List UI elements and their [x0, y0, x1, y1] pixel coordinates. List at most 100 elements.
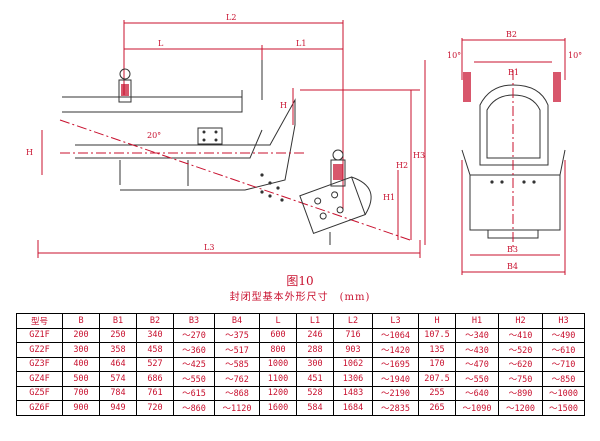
- feeder-outline-drawing: L2 L L1 H 20° H: [26, 13, 582, 275]
- side-view: L2 L L1 H 20° H: [26, 13, 426, 258]
- model-cell: GZ1F: [16, 327, 63, 343]
- header-cell: L: [259, 313, 297, 329]
- table-cell: 400: [62, 356, 100, 372]
- table-cell: 584: [296, 400, 334, 416]
- header-cell: B: [62, 313, 100, 329]
- table-cell: ～360: [173, 342, 215, 358]
- table-cell: ～1090: [455, 400, 499, 416]
- table-cell: 574: [99, 371, 137, 387]
- table-cell: ～585: [214, 356, 260, 372]
- model-cell: GZ6F: [16, 400, 63, 416]
- figure-subtitle: 封闭型基本外形尺寸 (mm): [229, 292, 371, 303]
- table-cell: 600: [259, 327, 297, 343]
- table-cell: ～850: [542, 371, 585, 387]
- header-cell: H1: [455, 313, 499, 329]
- table-cell: 527: [136, 356, 174, 372]
- dim-label-B4: B4: [507, 262, 518, 271]
- table-cell: ～890: [498, 385, 543, 401]
- table-cell: 250: [99, 327, 137, 343]
- dim-label-angle-left: 10°: [447, 51, 461, 60]
- dimension-table: 型号 B B1 B2 B3 B4 L L1 L2 L3 H H1 H2 H3 G…: [16, 313, 585, 416]
- dim-label-angle: 20°: [147, 131, 161, 140]
- table-cell: ～640: [455, 385, 499, 401]
- dim-label-B3: B3: [507, 245, 518, 254]
- table-cell: ～340: [455, 327, 499, 343]
- table-cell: ～620: [498, 356, 543, 372]
- table-cell: ～517: [214, 342, 260, 358]
- table-cell: ～2835: [372, 400, 419, 416]
- table-cell: ～868: [214, 385, 260, 401]
- table-cell: 1600: [259, 400, 297, 416]
- table-cell: 1306: [333, 371, 373, 387]
- header-cell: L1: [296, 313, 334, 329]
- table-cell: 288: [296, 342, 334, 358]
- dim-label-B2: B2: [506, 30, 517, 39]
- table-cell: 800: [259, 342, 297, 358]
- table-cell: 761: [136, 385, 174, 401]
- dim-label-L: L: [158, 39, 164, 48]
- header-cell: H: [418, 313, 456, 329]
- table-cell: 340: [136, 327, 174, 343]
- table-cell: 300: [296, 356, 334, 372]
- table-cell: 464: [99, 356, 137, 372]
- table-cell: ～270: [173, 327, 215, 343]
- model-cell: GZ5F: [16, 385, 63, 401]
- table-cell: ～520: [498, 342, 543, 358]
- dim-label-H-left: H: [26, 148, 33, 157]
- table-cell: ～610: [542, 342, 585, 358]
- table-cell: ～860: [173, 400, 215, 416]
- table-cell: ～1000: [542, 385, 585, 401]
- table-cell: 255: [418, 385, 456, 401]
- table-cell: 458: [136, 342, 174, 358]
- table-cell: ～1420: [372, 342, 419, 358]
- dim-label-H-small: H: [280, 101, 287, 110]
- table-cell: 700: [62, 385, 100, 401]
- table-cell: 1100: [259, 371, 297, 387]
- table-cell: 900: [62, 400, 100, 416]
- dim-label-L1: L1: [296, 39, 306, 48]
- table-cell: 1200: [259, 385, 297, 401]
- table-cell: 500: [62, 371, 100, 387]
- dim-label-H3: H3: [413, 151, 425, 160]
- table-cell: 451: [296, 371, 334, 387]
- table-cell: 107.5: [418, 327, 456, 343]
- table-cell: 1483: [333, 385, 373, 401]
- table-cell: 200: [62, 327, 100, 343]
- table-cell: ～750: [498, 371, 543, 387]
- dim-label-L3: L3: [204, 243, 214, 252]
- table-cell: ～710: [542, 356, 585, 372]
- model-cell: GZ3F: [16, 356, 63, 372]
- end-view: B2 B1 10° 10° B3 B4: [447, 30, 582, 275]
- table-cell: 716: [333, 327, 373, 343]
- header-cell: H2: [498, 313, 543, 329]
- figure-title: 图10: [286, 274, 314, 288]
- table-cell: 1062: [333, 356, 373, 372]
- table-cell: 170: [418, 356, 456, 372]
- table-cell: ～410: [498, 327, 543, 343]
- table-cell: ～1064: [372, 327, 419, 343]
- table-cell: 358: [99, 342, 137, 358]
- table-cell: ～375: [214, 327, 260, 343]
- table-cell: 265: [418, 400, 456, 416]
- table-cell: ～1500: [542, 400, 585, 416]
- table-cell: 1684: [333, 400, 373, 416]
- table-cell: ～615: [173, 385, 215, 401]
- header-cell: B3: [173, 313, 215, 329]
- table-cell: 903: [333, 342, 373, 358]
- table-cell: ～1120: [214, 400, 260, 416]
- table-cell: ～2190: [372, 385, 419, 401]
- header-cell: L3: [372, 313, 419, 329]
- model-cell: GZ2F: [16, 342, 63, 358]
- table-cell: ～550: [173, 371, 215, 387]
- dim-label-H1: H1: [383, 193, 395, 202]
- table-cell: ～430: [455, 342, 499, 358]
- table-cell: ～425: [173, 356, 215, 372]
- table-cell: 246: [296, 327, 334, 343]
- dim-label-L2: L2: [226, 13, 236, 22]
- table-cell: ～550: [455, 371, 499, 387]
- table-cell: ～490: [542, 327, 585, 343]
- table-cell: ～1200: [498, 400, 543, 416]
